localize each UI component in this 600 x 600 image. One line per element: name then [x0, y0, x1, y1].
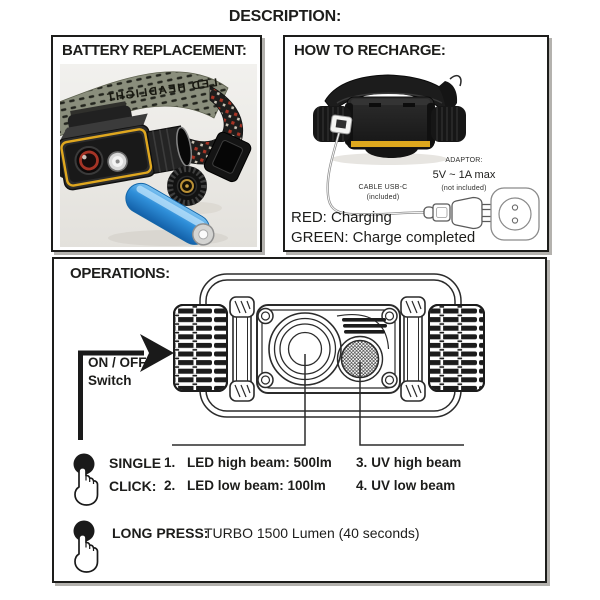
- headlamp-top-view: [313, 96, 466, 158]
- headlamp-body: [60, 101, 193, 191]
- adaptor-note: (not included): [441, 185, 487, 192]
- operations-diagram: [78, 273, 485, 446]
- cable-note: (included): [366, 194, 400, 201]
- recharge-illustration: [313, 74, 540, 241]
- strap-buckle: [203, 131, 252, 183]
- mode-row-2: 2. LED low beam: 100lm: [164, 478, 326, 493]
- status-red-charging: RED: Charging: [291, 209, 392, 226]
- mode-row-1: 1. LED high beam: 500lm: [164, 455, 332, 470]
- wall-socket: [490, 187, 540, 241]
- adaptor-label: ADAPTOR:: [445, 157, 483, 164]
- mode-row-3: 3. UV high beam: [356, 455, 461, 470]
- led-callout-line: [172, 354, 306, 446]
- power-adaptor: [451, 196, 495, 230]
- right-strap-bracket: [400, 296, 426, 402]
- battery-cell: [125, 182, 215, 246]
- recharge-panel-title: HOW TO RECHARGE:: [294, 42, 446, 59]
- operations-panel: OPERATIONS:: [52, 257, 547, 583]
- click-label: CLICK:: [109, 478, 157, 494]
- mode-2-label: LED low beam: 100lm: [187, 478, 326, 493]
- corner-screws: [257, 307, 398, 389]
- yellow-stripe: [351, 141, 430, 147]
- on-off-label: ON / OFF: [88, 355, 147, 370]
- adaptor-spec: 5V ~ 1A max: [432, 169, 496, 181]
- tail-cap: [167, 166, 207, 206]
- strap-highlight: [336, 92, 443, 104]
- how-to-recharge-panel: HOW TO RECHARGE:: [283, 35, 549, 252]
- long-press-label: LONG PRESS:: [112, 525, 209, 541]
- shadow: [331, 153, 447, 165]
- status-green-completed: GREEN: Charge completed: [291, 229, 476, 246]
- long-press-hand-icon: [73, 520, 99, 573]
- uv-callout-line: [359, 362, 464, 446]
- left-strap-bracket: [229, 296, 255, 402]
- switch-label: Switch: [88, 373, 132, 388]
- page-title: DESCRIPTION:: [228, 8, 342, 25]
- mode-1-num: 1.: [164, 455, 176, 470]
- cable-label: CABLE USB-C: [358, 184, 408, 191]
- on-off-pointer-line: [78, 350, 144, 440]
- left-battery-cylinder: [173, 304, 228, 392]
- operations-panel-title: OPERATIONS:: [70, 265, 170, 282]
- battery-replacement-panel: BATTERY REPLACEMENT: LED HEADLIGHT: [51, 35, 262, 252]
- vent-bars: [342, 318, 387, 334]
- yellow-trim: [60, 128, 153, 187]
- battery-replacement-photo: LED HEADLIGHT: [60, 64, 257, 247]
- mode-3-label: UV high beam: [371, 455, 462, 470]
- on-off-arrow: [140, 334, 174, 372]
- usb-c-connector: [423, 203, 451, 222]
- strap-wire: [449, 75, 462, 87]
- single-click-hand-icon: [73, 453, 99, 506]
- mode-4-num: 4.: [356, 478, 368, 493]
- mode-3-num: 3.: [356, 455, 368, 470]
- long-press-text: TURBO 1500 Lumen (40 seconds): [204, 525, 420, 541]
- single-label: SINGLE: [109, 455, 162, 471]
- mode-4-label: UV low beam: [371, 478, 456, 493]
- mode-row-4: 4. UV low beam: [356, 478, 455, 493]
- lamp-housing: [256, 304, 401, 394]
- callout-lines: [172, 354, 464, 446]
- usb-plug-inserted: [329, 114, 353, 135]
- mode-2-num: 2.: [164, 478, 176, 493]
- usb-cable-highlight: [327, 132, 426, 216]
- right-battery-cylinder: [428, 304, 485, 392]
- battery-panel-title: BATTERY REPLACEMENT:: [62, 42, 247, 59]
- mode-1-label: LED high beam: 500lm: [187, 455, 332, 470]
